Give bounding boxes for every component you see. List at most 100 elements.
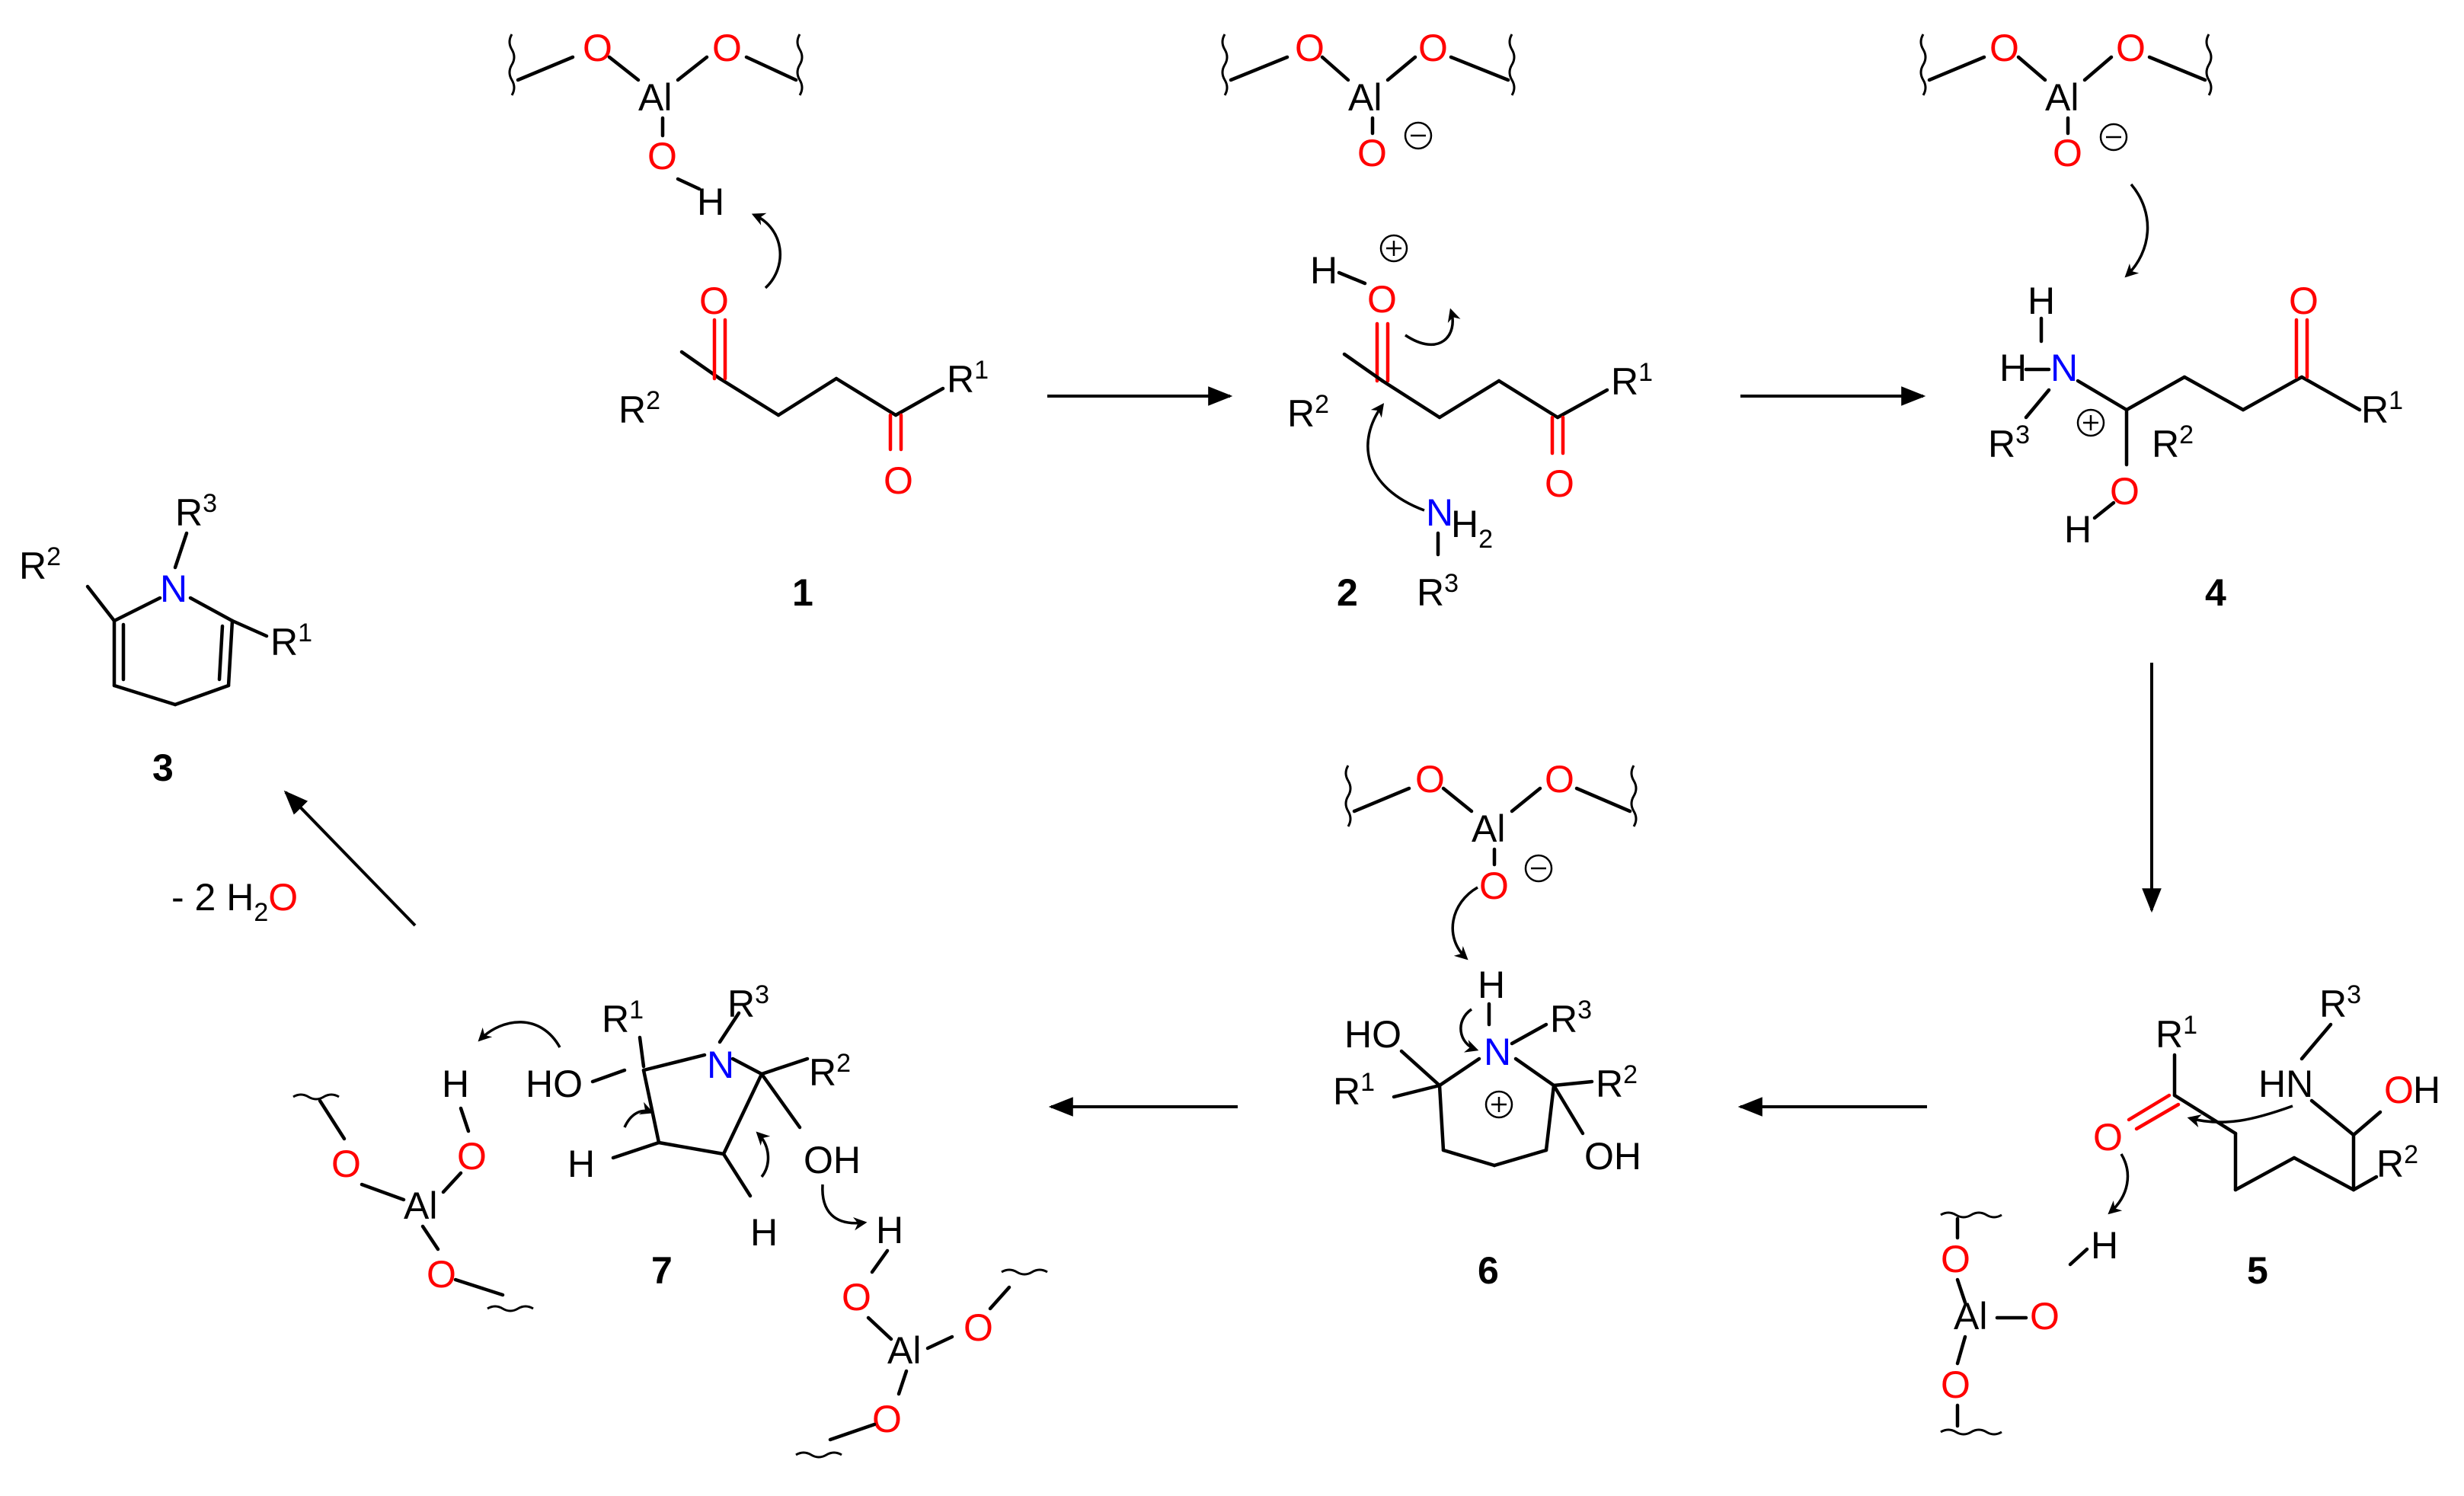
compound-6: O Al O O H N R3 HO R1 R2 [1333, 758, 1641, 1292]
alumina-surface-1: O Al O O H [508, 27, 804, 223]
r2-group: R2 [809, 1049, 851, 1094]
oxygen-atom: O [427, 1253, 456, 1296]
curved-arrow [2124, 183, 2149, 278]
r1-group: R1 [602, 996, 644, 1040]
hydrogen-atom: H [1310, 249, 1337, 292]
oxygen-atom: O [457, 1135, 487, 1178]
r2-group: R2 [618, 386, 660, 431]
hydrogen-atom: H [1478, 964, 1505, 1006]
oxygen-atom: O [331, 1143, 361, 1185]
r2-group: R2 [2376, 1140, 2418, 1185]
oxygen-atom: O [699, 280, 729, 322]
r1-group: R1 [1333, 1068, 1375, 1113]
r3-group: R3 [2319, 980, 2361, 1025]
curved-arrow [1451, 886, 1478, 961]
oxygen-atom: O [842, 1276, 871, 1319]
r2-group: R2 [19, 542, 61, 587]
alumina-surface-2: O Al O O [1221, 27, 1516, 174]
compound-label-7: 7 [651, 1249, 673, 1292]
compound-4: O Al O O H H N R3 O R1 R2 [1919, 27, 2403, 614]
aluminium-atom: Al [887, 1329, 921, 1372]
curved-arrow [1366, 403, 1425, 512]
hydrogen-atom: H [1999, 347, 2027, 389]
curved-arrow [2108, 1153, 2130, 1215]
compound-label-6: 6 [1478, 1249, 1499, 1292]
oxygen-atom: O [2030, 1295, 2060, 1338]
hydrogen-atom: H [2028, 280, 2055, 322]
oxygen-atom: O [583, 27, 612, 69]
oh-group: OH [804, 1139, 861, 1181]
curved-arrow [478, 1021, 561, 1048]
oxygen-atom: O [1941, 1238, 1970, 1280]
hydrogen-atom: H [2413, 1069, 2440, 1111]
ho-group: HO [526, 1063, 583, 1105]
aluminium-atom: Al [404, 1184, 437, 1227]
compound-label-5: 5 [2247, 1249, 2268, 1292]
r3-group: R3 [1988, 420, 2030, 465]
nitrogen-atom: N [160, 567, 187, 610]
curved-arrow [1405, 308, 1461, 346]
compound-label-4: 4 [2205, 571, 2226, 614]
oxygen-atom: O [1367, 278, 1397, 321]
alumina-surface-6: O Al O O [1344, 758, 1638, 907]
oxygen-atom: O [2110, 470, 2140, 513]
alumina-surface-7a: O Al O H O [292, 1063, 534, 1312]
oxygen-atom: O [1479, 865, 1509, 907]
nitrogen-atom: N [707, 1044, 734, 1086]
compound-3: R3 N R2 R1 3 [19, 489, 312, 789]
r1-group: R1 [947, 356, 989, 401]
hydrogen-atom: H [697, 181, 724, 223]
compound-5: R1 O HN R3 O H R2 H O Al O O [1940, 980, 2440, 1436]
water-loss-label: - 2 H2O [171, 876, 298, 927]
hydrogen-atom: H [2091, 1224, 2118, 1267]
oxygen-atom: O [1545, 758, 1574, 801]
compound-label-3: 3 [152, 746, 174, 789]
r1-group: R1 [270, 619, 312, 663]
compound-2: O Al O O H O O R2 R1 N H2 [1221, 27, 1653, 614]
hydrogen-atom: H [442, 1063, 469, 1105]
aluminium-atom: Al [2045, 76, 2079, 119]
r3-group: R3 [175, 489, 217, 534]
curved-arrow [623, 1101, 654, 1128]
oxygen-atom: O [1295, 27, 1325, 69]
hydrogen-atom: H [567, 1143, 595, 1185]
curved-arrow [1459, 1008, 1479, 1053]
oxygen-atom: O [2093, 1116, 2123, 1159]
r3-group: R3 [1417, 569, 1459, 614]
oxygen-atom: O [712, 27, 742, 69]
hydrogen-atom: H [750, 1211, 778, 1254]
r3-group: R3 [727, 980, 769, 1025]
oxygen-atom: O [884, 459, 913, 502]
r1-group: R1 [2361, 386, 2403, 431]
oxygen-atom: O [1418, 27, 1448, 69]
oh-group: OH [1584, 1135, 1641, 1178]
nitrogen-atom: N [1426, 491, 1453, 534]
oxygen-atom: O [647, 135, 677, 177]
r3-group: R3 [1550, 996, 1592, 1040]
r2-group: R2 [2152, 420, 2194, 465]
r1-group: R1 [2156, 1011, 2197, 1056]
aluminium-atom: Al [1348, 76, 1382, 119]
oxygen-atom: O [1415, 758, 1445, 801]
nh2-hydrogens: H2 [1451, 503, 1493, 554]
compound-1: O Al O O H O O R2 R1 1 [508, 27, 989, 614]
oxygen-atom: O [2384, 1069, 2414, 1111]
compound-label-2: 2 [1337, 571, 1358, 614]
oxygen-atom: O [1357, 132, 1387, 174]
curved-arrow [821, 1184, 868, 1231]
curved-arrow [756, 1131, 771, 1178]
hydrogen-atom: H [876, 1209, 903, 1251]
oxygen-atom: O [2116, 27, 2146, 69]
compound-7: O Al O H O HO R1 N R3 R2 OH H [292, 980, 1048, 1459]
hn-group: HN [2258, 1063, 2313, 1105]
aluminium-atom: Al [1472, 807, 1505, 850]
compound-label-1: 1 [792, 571, 813, 614]
oxygen-atom: O [872, 1398, 902, 1440]
hydrogen-atom: H [2064, 508, 2092, 551]
r2-group: R2 [1287, 390, 1329, 435]
alumina-surface-5: O Al O O [1940, 1211, 2060, 1436]
oxygen-atom: O [1989, 27, 2019, 69]
nitrogen-atom: N [1484, 1031, 1511, 1073]
ho-group: HO [1344, 1013, 1401, 1056]
